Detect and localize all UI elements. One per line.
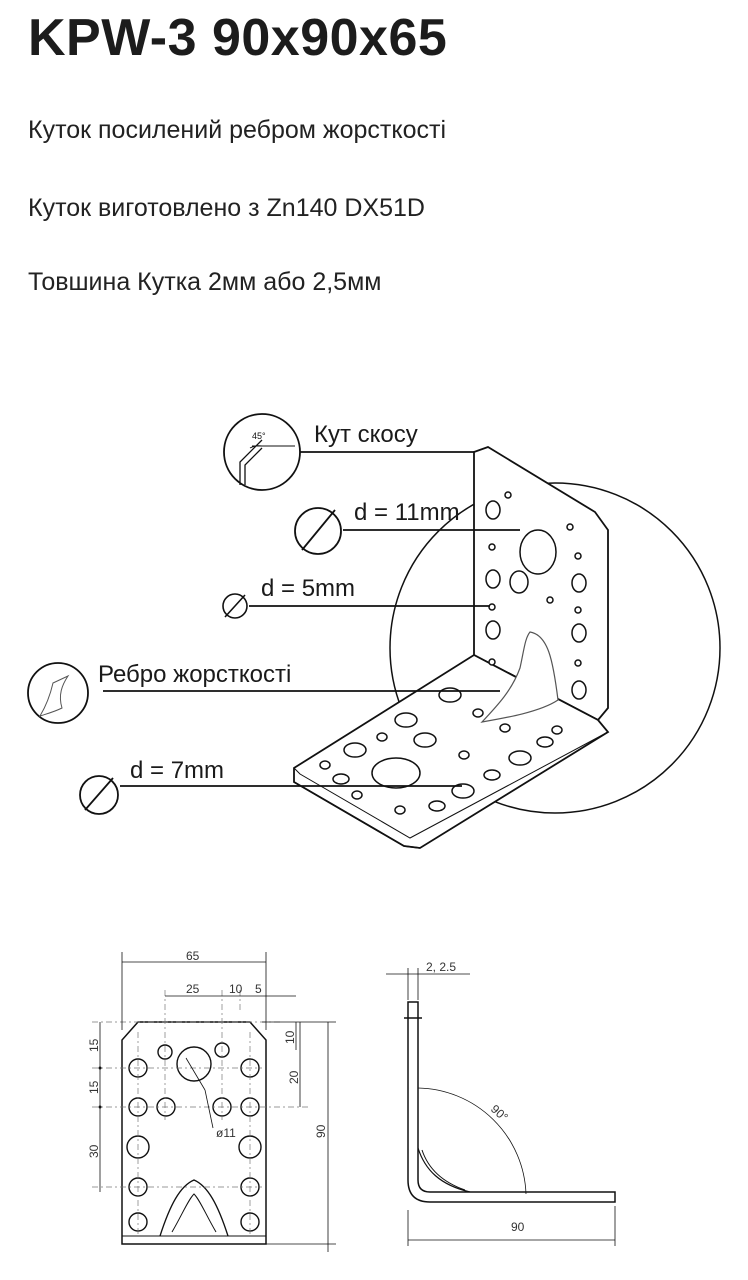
dim-offset-25: 25 — [186, 982, 200, 996]
description-thickness: Товшина Кутка 2мм або 2,5мм — [28, 268, 382, 296]
leader-lines — [103, 451, 520, 787]
dim-right-20: 20 — [287, 1070, 301, 1084]
dim-angle: 90° — [488, 1102, 511, 1125]
dim-left-30: 30 — [87, 1144, 101, 1158]
dim-length: 90 — [511, 1220, 525, 1234]
hole-large-top — [519, 529, 557, 575]
dim-width: 65 — [186, 949, 200, 963]
bevel-label: Кут скосу — [314, 421, 418, 448]
rib-badge — [27, 662, 89, 724]
dim-thickness: 2, 2.5 — [426, 960, 456, 974]
large-hole-label: d = 11mm — [354, 499, 460, 526]
rib-label: Ребро жорсткості — [98, 661, 291, 688]
side-view: 2, 2.5 90° 90 — [386, 960, 616, 1246]
dim-hole-diameter: ø11 — [216, 1126, 236, 1140]
bracket-isometric-diagram: 45° Кут скосу d = 11mm d = 5mm Ребро жор… — [27, 413, 721, 849]
small-hole-badge — [222, 593, 248, 619]
large-hole-badge — [294, 507, 342, 555]
dim-offset-10: 10 — [229, 982, 243, 996]
vertical-holes — [485, 491, 587, 700]
medium-hole-badge — [79, 775, 119, 815]
dim-left-15b: 15 — [87, 1080, 101, 1094]
description-rib: Куток посилений ребром жорсткості — [28, 116, 446, 144]
horizontal-holes — [319, 687, 563, 815]
front-view: 65 25 10 5 ø11 15 15 30 10 20 90 — [87, 949, 336, 1252]
dim-right-10: 10 — [283, 1030, 297, 1044]
bevel-badge: 45° — [223, 413, 301, 491]
dim-height: 90 — [314, 1124, 328, 1138]
technical-drawings: 65 25 10 5 ø11 15 15 30 10 20 90 2, 2.5 … — [87, 949, 616, 1252]
description-material: Куток виготовлено з Zn140 DX51D — [28, 194, 425, 222]
small-hole-label: d = 5mm — [261, 575, 355, 602]
hole-large-bottom — [371, 757, 421, 789]
bevel-angle-text: 45° — [252, 431, 266, 441]
stiffening-rib — [480, 631, 559, 723]
medium-hole-label: d = 7mm — [130, 757, 224, 784]
dim-offset-5: 5 — [255, 982, 262, 996]
page-title: KPW-3 90x90x65 — [28, 9, 448, 67]
dim-left-15a: 15 — [87, 1038, 101, 1052]
